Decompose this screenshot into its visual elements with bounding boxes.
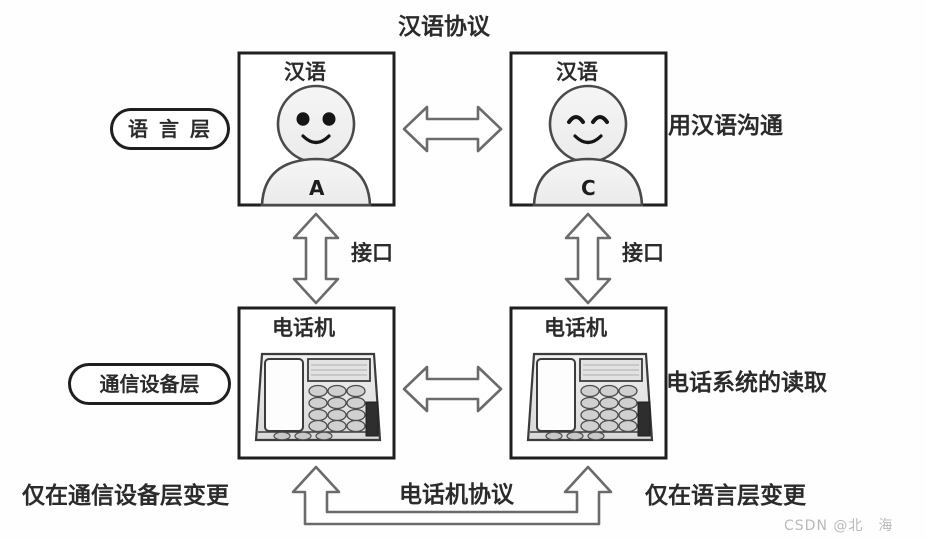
person-body [532, 157, 644, 207]
label-interface-right: 接口 [622, 241, 664, 265]
person-smile [573, 134, 603, 145]
person-eyes-dots [296, 112, 336, 126]
person-head [548, 84, 628, 164]
arrow-phone-protocol [402, 365, 503, 413]
person-eyes-arcs [567, 115, 609, 124]
box-phone-left [237, 306, 396, 460]
box-phone-right [509, 306, 668, 460]
note-change-language-layer-only: 仅在语言层变更 [645, 483, 806, 509]
note-change-device-layer-only: 仅在通信设备层变更 [22, 483, 229, 509]
csdn-watermark: CSDN @北 海 [784, 518, 894, 534]
box-caption-person-c: 汉语 [556, 60, 598, 84]
box-person-a [237, 51, 396, 207]
person-letter-c: C [581, 176, 596, 200]
arrow-interface-left [292, 212, 340, 305]
layer-pill-device[interactable]: 通信设备层 [68, 363, 231, 405]
person-smile [301, 134, 331, 145]
box-caption-phone-left: 电话机 [272, 316, 335, 340]
note-communicate-in-chinese: 用汉语沟通 [668, 113, 783, 139]
layer-pill-language[interactable]: 语 言 层 [110, 108, 230, 150]
person-letter-a: A [309, 176, 325, 200]
layer-pill-language-label: 语 言 层 [128, 117, 212, 141]
note-phone-system-read: 电话系统的读取 [666, 370, 827, 396]
box-person-c [509, 51, 668, 207]
arrow-language-protocol [402, 105, 503, 153]
label-bottom-phone-protocol: 电话机协议 [399, 482, 514, 508]
arrow-bottom-protocol-loop [291, 465, 613, 526]
person-body [260, 157, 372, 207]
telephone-icon [526, 352, 654, 442]
arrow-interface-right [564, 212, 612, 305]
layer-pill-device-label: 通信设备层 [99, 372, 200, 396]
label-interface-left: 接口 [351, 241, 393, 265]
telephone-icon [254, 352, 382, 442]
box-caption-phone-right: 电话机 [544, 316, 607, 340]
top-protocol-label: 汉语协议 [398, 14, 490, 40]
box-caption-person-a: 汉语 [284, 60, 326, 84]
person-head [276, 84, 356, 164]
